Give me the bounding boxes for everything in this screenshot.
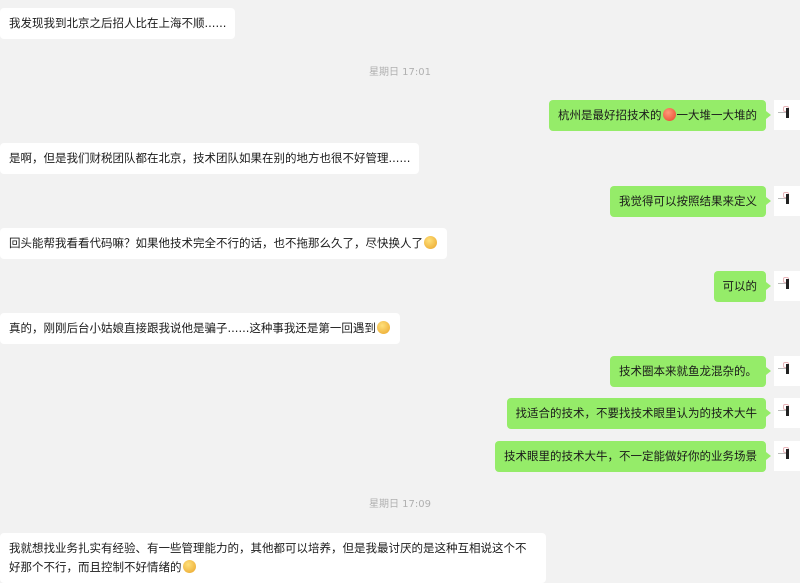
avatar[interactable] bbox=[774, 100, 800, 130]
avatar[interactable] bbox=[774, 398, 800, 428]
message-bubble[interactable]: 我就想找业务扎实有经验、有一些管理能力的，其他都可以培养，但是我最讨厌的是这种互… bbox=[0, 533, 546, 583]
facepalm-icon bbox=[376, 321, 390, 334]
message-bubble[interactable]: 可以的 bbox=[713, 271, 771, 302]
avatar[interactable] bbox=[774, 186, 800, 216]
angry-face-icon bbox=[662, 108, 676, 121]
message-text: 回头能帮我看看代码嘛？如果他技术完全不行的话，也不拖那么久了，尽快换人了 bbox=[9, 236, 423, 250]
message-bubble[interactable]: 我觉得可以按照结果来定义 bbox=[610, 186, 771, 217]
avatar[interactable] bbox=[774, 271, 800, 301]
message-right: 杭州是最好招技术的一大堆一大堆的 bbox=[549, 100, 771, 131]
message-bubble[interactable]: 真的，刚刚后台小姑娘直接跟我说他是骗子......这种事我还是第一回遇到 bbox=[0, 313, 400, 344]
avatar[interactable] bbox=[774, 356, 800, 386]
message-right: 我觉得可以按照结果来定义 bbox=[610, 186, 771, 217]
message-left: 是啊，但是我们财税团队都在北京，技术团队如果在别的地方也很不好管理...... bbox=[0, 143, 420, 174]
message-left: 我发现我到北京之后招人比在上海不顺...... bbox=[0, 8, 236, 39]
facepalm-icon bbox=[182, 560, 196, 573]
message-bubble[interactable]: 找适合的技术，不要找技术眼里认为的技术大牛 bbox=[506, 398, 771, 429]
message-right: 找适合的技术，不要找技术眼里认为的技术大牛 bbox=[506, 398, 771, 429]
timestamp: 星期日 17:01 bbox=[369, 67, 431, 78]
message-bubble[interactable]: 杭州是最好招技术的一大堆一大堆的 bbox=[549, 100, 771, 131]
message-text: 我发现我到北京之后招人比在上海不顺...... bbox=[9, 16, 227, 30]
avatar[interactable] bbox=[774, 441, 800, 471]
message-text: 技术圈本来就鱼龙混杂的。 bbox=[619, 364, 757, 378]
message-left: 回头能帮我看看代码嘛？如果他技术完全不行的话，也不拖那么久了，尽快换人了 bbox=[0, 228, 447, 259]
message-text: 找适合的技术，不要找技术眼里认为的技术大牛 bbox=[515, 406, 758, 420]
message-right: 技术眼里的技术大牛，不一定能做好你的业务场景 bbox=[495, 441, 771, 472]
message-bubble[interactable]: 技术眼里的技术大牛，不一定能做好你的业务场景 bbox=[495, 441, 771, 472]
message-bubble[interactable]: 我发现我到北京之后招人比在上海不顺...... bbox=[0, 8, 236, 39]
message-text: 真的，刚刚后台小姑娘直接跟我说他是骗子......这种事我还是第一回遇到 bbox=[9, 321, 376, 335]
facepalm-icon bbox=[424, 236, 437, 249]
message-text: 一大堆一大堆的 bbox=[676, 108, 758, 122]
message-left: 真的，刚刚后台小姑娘直接跟我说他是骗子......这种事我还是第一回遇到 bbox=[0, 313, 400, 344]
timestamp: 星期日 17:09 bbox=[369, 499, 431, 510]
message-text: 是啊，但是我们财税团队都在北京，技术团队如果在别的地方也很不好管理...... bbox=[9, 151, 411, 165]
message-bubble[interactable]: 是啊，但是我们财税团队都在北京，技术团队如果在别的地方也很不好管理...... bbox=[0, 143, 420, 174]
message-bubble[interactable]: 回头能帮我看看代码嘛？如果他技术完全不行的话，也不拖那么久了，尽快换人了 bbox=[0, 228, 447, 259]
message-right: 技术圈本来就鱼龙混杂的。 bbox=[610, 356, 771, 387]
message-left: 我就想找业务扎实有经验、有一些管理能力的，其他都可以培养，但是我最讨厌的是这种互… bbox=[0, 533, 546, 583]
message-text: 可以的 bbox=[722, 279, 758, 293]
message-right: 可以的 bbox=[713, 271, 771, 302]
message-text: 我就想找业务扎实有经验、有一些管理能力的，其他都可以培养，但是我最讨厌的是这种互… bbox=[9, 541, 527, 574]
message-text: 杭州是最好招技术的 bbox=[558, 108, 662, 122]
message-bubble[interactable]: 技术圈本来就鱼龙混杂的。 bbox=[610, 356, 771, 387]
message-text: 我觉得可以按照结果来定义 bbox=[619, 194, 757, 208]
message-text: 技术眼里的技术大牛，不一定能做好你的业务场景 bbox=[504, 449, 757, 463]
